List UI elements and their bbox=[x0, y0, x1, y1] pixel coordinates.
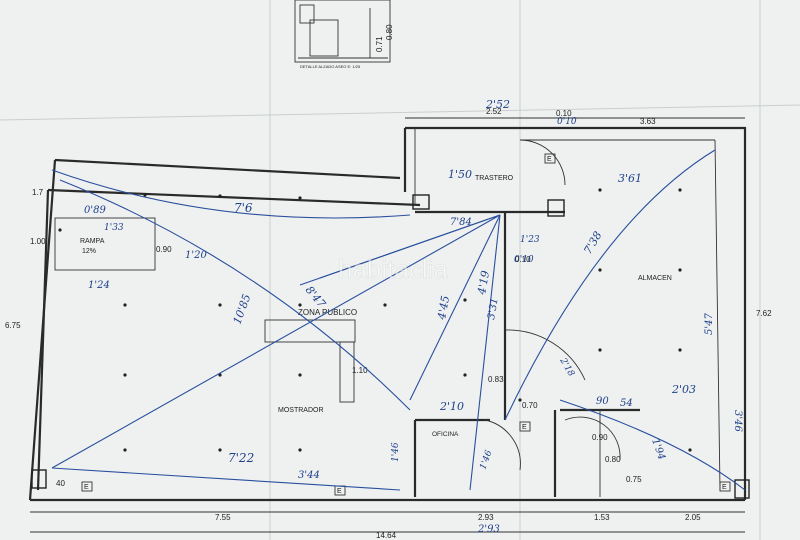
hw-3-46: 3'46 bbox=[732, 410, 743, 432]
dim-bottom-mid2: 1.53 bbox=[594, 513, 610, 522]
handwritten-annotations: 2'52 0'10 1'50 3'61 7'6 1'33 0'89 1'20 1… bbox=[84, 98, 743, 535]
hw-7-84: 7'84 bbox=[450, 217, 472, 228]
hw-2-03: 2'03 bbox=[671, 383, 696, 396]
hw-0-10-b: 0'10 bbox=[514, 255, 534, 265]
room-oficina: OFICINA bbox=[432, 431, 459, 438]
dim-bottom-right: 2.05 bbox=[685, 513, 701, 522]
room-labels: TRASTERO ALMACEN ZONA PUBLICO RAMPA 12% … bbox=[80, 175, 672, 438]
hw-10-85: 10'85 bbox=[231, 292, 254, 326]
hw-54: 54 bbox=[620, 398, 633, 409]
hw-1-94: 1'94 bbox=[649, 437, 667, 461]
detail-elevation: 0.71 0.80 DETALLE ALZADO ASEO E: 1/25 bbox=[294, 0, 394, 69]
detail-dim-071: 0.71 bbox=[375, 36, 384, 52]
hw-4-45: 4'45 bbox=[435, 295, 452, 322]
walls bbox=[28, 126, 750, 502]
room-rampa: RAMPA bbox=[80, 238, 105, 245]
hw-8-47: 8'47 bbox=[303, 284, 328, 311]
dim-left-height: 6.75 bbox=[5, 321, 21, 330]
hw-2-10: 2'10 bbox=[439, 400, 464, 413]
dim-right-height: 7.62 bbox=[756, 309, 772, 318]
hw-0-10: 0'10 bbox=[557, 117, 577, 127]
hw-1-23: 1'23 bbox=[520, 235, 540, 245]
handwritten-lines bbox=[51, 149, 746, 491]
hw-1-33: 1'33 bbox=[104, 223, 124, 233]
room-mostrador: MOSTRADOR bbox=[278, 407, 324, 414]
watermark: habitaclia bbox=[338, 254, 448, 284]
hw-7-38: 7'38 bbox=[581, 229, 604, 256]
room-trastero: TRASTERO bbox=[475, 175, 514, 182]
hw-1-24: 1'24 bbox=[88, 280, 110, 291]
detail-dim-080: 0.80 bbox=[385, 24, 394, 40]
dim-counter: 1.10 bbox=[352, 366, 368, 375]
dim-total: 14.64 bbox=[376, 531, 397, 540]
dim-left-small-a: 1.7 bbox=[32, 188, 44, 197]
hw-2-18: 2'18 bbox=[557, 356, 576, 379]
hw-3-61: 3'61 bbox=[618, 172, 642, 185]
hw-7-22: 7'22 bbox=[228, 451, 254, 465]
dim-wc-090: 0.90 bbox=[592, 433, 608, 442]
emergency-mark: E bbox=[522, 424, 527, 431]
dim-right-top: 3.63 bbox=[640, 117, 656, 126]
emergency-mark: E bbox=[84, 484, 89, 491]
emergency-mark: E bbox=[547, 156, 552, 163]
dim-wc-075: 0.75 bbox=[626, 475, 642, 484]
dim-left-small-b: 1.00 bbox=[30, 237, 46, 246]
hw-1-50: 1'50 bbox=[448, 168, 472, 181]
hw-2-52: 2'52 bbox=[485, 98, 510, 111]
hw-4-19: 4'19 bbox=[475, 270, 492, 297]
light-points bbox=[58, 188, 692, 452]
hw-0-89: 0'89 bbox=[84, 205, 106, 216]
dim-door-070: 0.70 bbox=[522, 401, 538, 410]
hw-3-31: 3'31 bbox=[486, 297, 501, 320]
hw-2-93: 2'93 bbox=[477, 524, 500, 535]
hw-1-46-b: 1'46 bbox=[478, 449, 494, 471]
dim-top-small: 0.10 bbox=[556, 109, 572, 118]
dim-top-width: 2.52 bbox=[486, 107, 502, 116]
dim-corner-40: 40 bbox=[56, 479, 65, 488]
printed-dimensions: 2.52 0.10 3.63 6.75 7.62 1.7 1.00 0.90 1… bbox=[5, 107, 772, 540]
hw-7-6: 7'6 bbox=[234, 201, 253, 215]
hw-90: 90 bbox=[596, 396, 609, 407]
dim-small-010: 0.10 bbox=[515, 255, 531, 264]
dim-wc-080: 0.80 bbox=[605, 455, 621, 464]
hw-5-47: 5'47 bbox=[704, 313, 715, 335]
hw-1-46-a: 1'46 bbox=[391, 442, 401, 462]
emergency-markers: E E E E E bbox=[81, 153, 731, 496]
dim-rampa-width: 0.90 bbox=[156, 245, 172, 254]
emergency-mark: E bbox=[337, 488, 342, 495]
room-almacen: ALMACEN bbox=[638, 275, 672, 282]
dim-bottom-mid: 2.93 bbox=[478, 513, 494, 522]
detail-caption: DETALLE ALZADO ASEO E: 1/25 bbox=[300, 64, 361, 69]
hw-1-20: 1'20 bbox=[185, 250, 207, 261]
rampa-slope: 12% bbox=[82, 248, 96, 255]
dim-bottom-left: 7.55 bbox=[215, 513, 231, 522]
emergency-mark: E bbox=[722, 484, 727, 491]
dim-door-083: 0.83 bbox=[488, 375, 504, 384]
hw-3-44: 3'44 bbox=[298, 470, 320, 481]
